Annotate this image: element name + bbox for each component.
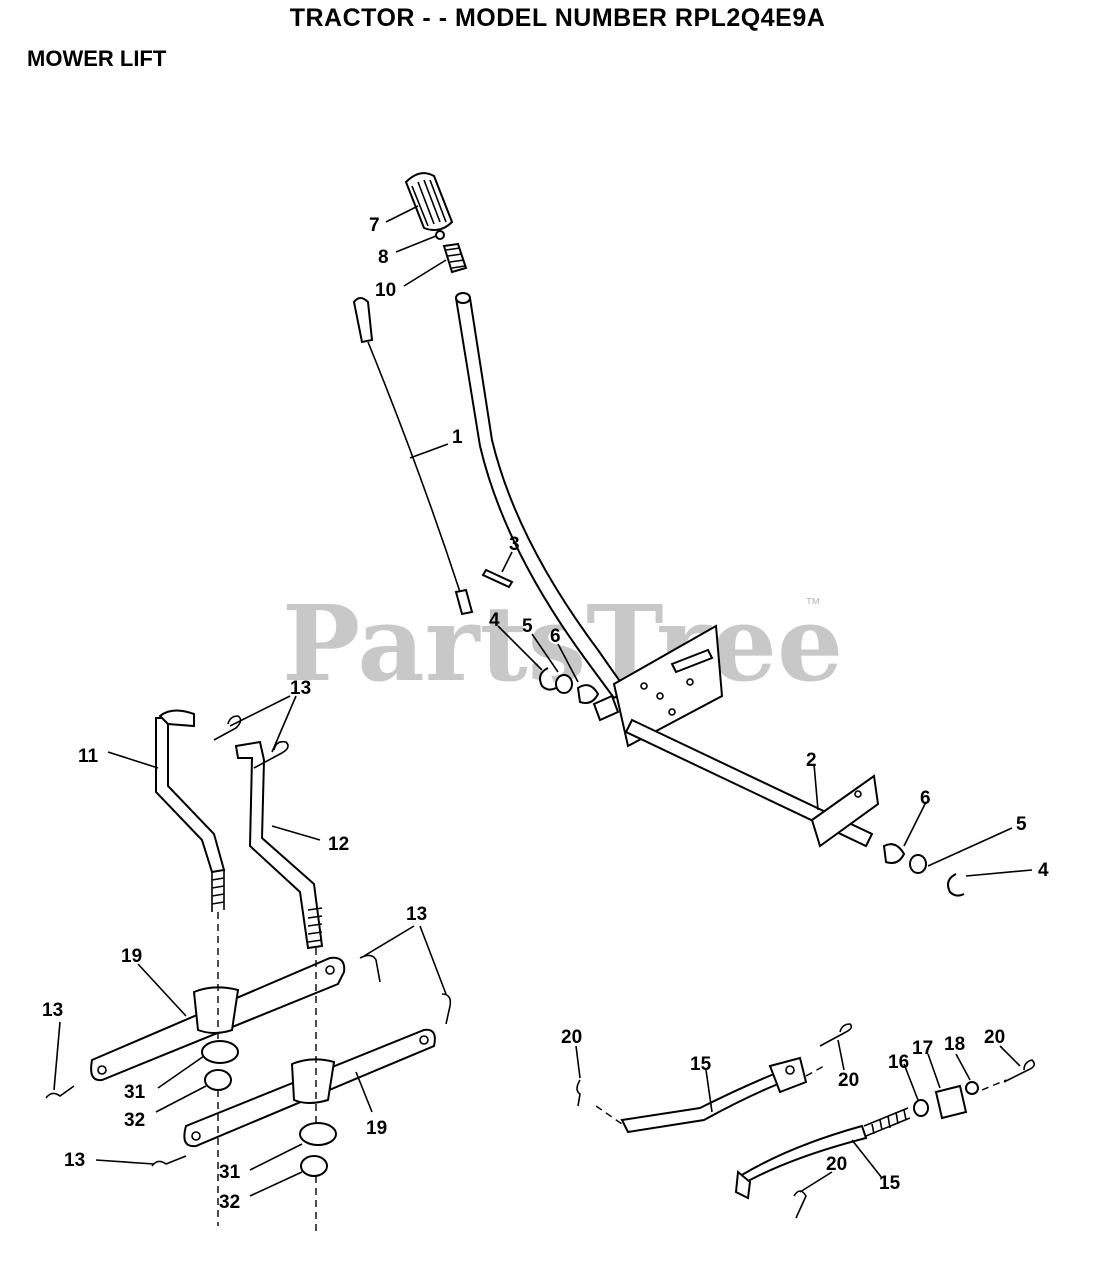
callout-20-a: 20 — [561, 1027, 582, 1048]
part-13-cotter-pin-top-b[interactable] — [253, 740, 289, 769]
callout-20-d: 20 — [826, 1154, 847, 1175]
part-13-cotter-pin-top-a[interactable] — [213, 715, 242, 741]
callout-8: 8 — [378, 247, 389, 268]
part-13-cotter-pin-bottom[interactable] — [151, 1155, 187, 1167]
part-19-lift-arm-upper[interactable] — [90, 956, 346, 1082]
callout-31-lower: 31 — [219, 1162, 241, 1183]
part-6-bushing-right[interactable] — [882, 843, 906, 864]
callout-19-upper: 19 — [121, 946, 142, 967]
part-12-lift-link[interactable] — [234, 740, 324, 950]
callout-20-b: 20 — [838, 1070, 859, 1091]
alignment-line-pin — [595, 1105, 623, 1125]
callout-13-left: 13 — [42, 1000, 63, 1021]
part-4-clip-right[interactable] — [947, 873, 965, 897]
callout-13-mid: 13 — [406, 904, 427, 925]
part-20-hairpin-clip-c[interactable] — [1003, 1059, 1036, 1083]
callout-7: 7 — [369, 215, 380, 236]
callout-12: 12 — [328, 834, 349, 855]
part-7-handle-grip[interactable] — [404, 172, 454, 231]
part-20-hairpin-clip-d[interactable] — [793, 1190, 807, 1219]
watermark-trademark: ™ — [805, 596, 821, 613]
part-3-pin[interactable] — [481, 568, 514, 589]
callout-11: 11 — [78, 746, 99, 767]
leader-lines — [53, 205, 1033, 1197]
part-16-nut[interactable] — [913, 1099, 929, 1117]
callout-13-top: 13 — [290, 678, 311, 699]
part-13-cotter-pin-mid-a[interactable] — [359, 954, 381, 983]
callout-18: 18 — [944, 1034, 965, 1055]
callout-4-left: 4 — [489, 610, 500, 631]
part-20-hairpin-clip-b[interactable] — [819, 1023, 853, 1047]
part-6-bushing-left[interactable] — [576, 684, 600, 704]
callout-5-left: 5 — [522, 616, 533, 637]
part-32-nut-upper[interactable] — [204, 1069, 232, 1091]
callout-3: 3 — [509, 534, 520, 555]
callout-2: 2 — [806, 750, 817, 771]
part-5-washer-left[interactable] — [555, 674, 573, 694]
callout-labels: 7 8 10 1 3 4 5 6 2 6 5 4 13 11 12 19 13 … — [42, 215, 1049, 1213]
part-31-bushing-lower[interactable] — [299, 1122, 337, 1146]
part-17-trunnion[interactable] — [934, 1084, 968, 1120]
callout-19-lower: 19 — [366, 1118, 387, 1139]
callout-10: 10 — [375, 280, 396, 301]
callout-5-right: 5 — [1016, 814, 1027, 835]
callout-17: 17 — [912, 1038, 933, 1059]
callout-1: 1 — [452, 427, 463, 448]
part-10-spring[interactable] — [442, 242, 468, 274]
callout-6-left: 6 — [550, 626, 561, 647]
callout-6-right: 6 — [920, 788, 931, 809]
section-title: MOWER LIFT — [27, 46, 167, 71]
part-1-cable-rod[interactable] — [352, 297, 474, 616]
part-19-lift-arm-lower[interactable] — [183, 1028, 436, 1148]
callout-16: 16 — [888, 1052, 909, 1073]
callout-15-upper: 15 — [690, 1054, 712, 1075]
part-4-clip-left[interactable] — [539, 667, 557, 691]
part-13-cotter-pin-mid-b[interactable] — [441, 993, 452, 1025]
callout-32-upper: 32 — [124, 1110, 145, 1131]
alignment-line-rod — [805, 1065, 1007, 1091]
page-title: TRACTOR - - MODEL NUMBER RPL2Q4E9A — [289, 4, 826, 32]
part-18-washer[interactable] — [965, 1081, 979, 1095]
part-31-bushing-upper[interactable] — [201, 1040, 239, 1064]
callout-32-lower: 32 — [219, 1192, 240, 1213]
part-20-hairpin-clip-a[interactable] — [576, 1079, 581, 1107]
callout-31-upper: 31 — [124, 1082, 146, 1103]
callout-4-right: 4 — [1038, 860, 1049, 881]
part-8-ball[interactable] — [435, 230, 445, 240]
part-32-nut-lower[interactable] — [300, 1155, 328, 1177]
part-5-washer-right[interactable] — [909, 854, 927, 874]
part-2-lift-shaft-assembly[interactable] — [592, 624, 880, 848]
lift-handle-arm[interactable] — [454, 292, 628, 700]
part-11-lift-link[interactable] — [155, 709, 226, 912]
part-15-adjust-rod-lower[interactable] — [734, 1107, 911, 1200]
part-15-adjust-rod-upper[interactable] — [620, 1056, 808, 1134]
part-13-cotter-pin-left[interactable] — [45, 1085, 75, 1099]
callout-13-bottom: 13 — [64, 1150, 85, 1171]
callout-15-lower: 15 — [879, 1173, 901, 1194]
callout-20-c: 20 — [984, 1027, 1005, 1048]
